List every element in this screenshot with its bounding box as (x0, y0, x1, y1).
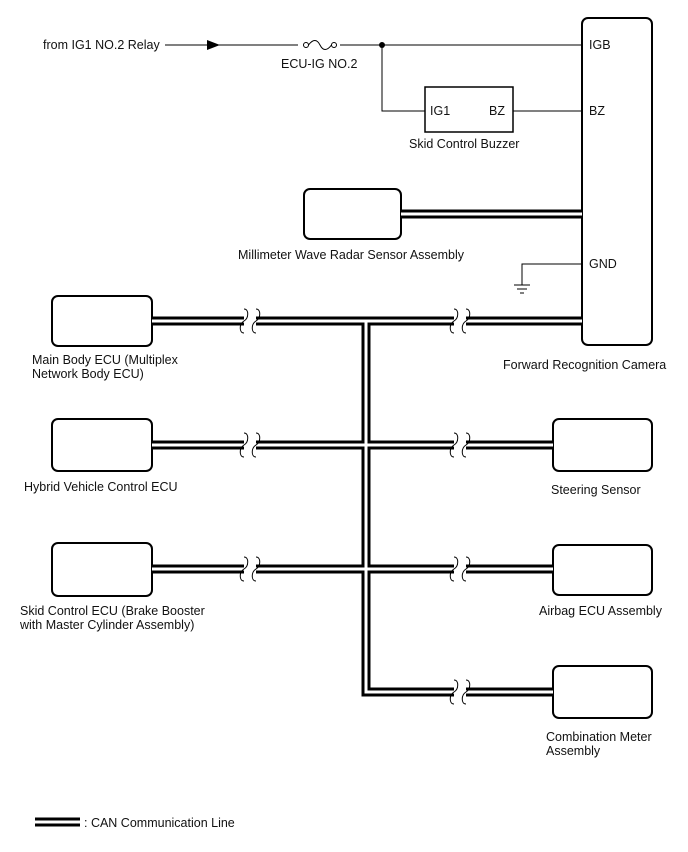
break-mark (239, 556, 261, 582)
combination-meter-label: Combination Meter Assembly (546, 730, 652, 758)
fuse-label: ECU-IG NO.2 (281, 57, 358, 71)
ground-symbol (514, 263, 582, 294)
hybrid-ecu-box (51, 418, 153, 472)
airbag-ecu-label: Airbag ECU Assembly (539, 604, 662, 618)
radar-label: Millimeter Wave Radar Sensor Assembly (238, 248, 464, 262)
skid-control-ecu-box (51, 542, 153, 597)
power-source-label: from IG1 NO.2 Relay (43, 38, 160, 52)
buzzer-feed-line (381, 45, 425, 112)
fuse-symbol (298, 40, 340, 50)
buzzer-pin-ig1: IG1 (430, 104, 451, 118)
steering-sensor-label: Steering Sensor (551, 483, 641, 497)
airbag-ecu-box (552, 544, 653, 596)
break-mark (449, 432, 471, 458)
main-body-ecu-box (51, 295, 153, 347)
legend-can-label: : CAN Communication Line (84, 816, 235, 830)
skid-ecu-label: Skid Control ECU (Brake Booster with Mas… (20, 604, 205, 632)
buzzer-pin-bz: BZ (489, 104, 505, 118)
break-mark (449, 556, 471, 582)
break-mark (449, 679, 471, 705)
break-mark (239, 432, 261, 458)
power-feed-arrow (207, 40, 220, 50)
camera-name: Forward Recognition Camera (503, 358, 667, 372)
hybrid-ecu-label: Hybrid Vehicle Control ECU (24, 480, 178, 494)
camera-pin-bz: BZ (589, 104, 605, 118)
skid-control-buzzer-box (424, 86, 514, 133)
radar-sensor-box (303, 188, 402, 240)
can-line-breaks (239, 308, 471, 705)
break-mark (239, 308, 261, 334)
can-bus-inner (152, 212, 582, 694)
camera-pin-gnd: GND (589, 257, 617, 271)
combination-meter-box (552, 665, 653, 719)
main-body-ecu-label: Main Body ECU (Multiplex Network Body EC… (32, 353, 178, 381)
break-mark (449, 308, 471, 334)
buzzer-name: Skid Control Buzzer (409, 137, 520, 151)
steering-sensor-box (552, 418, 653, 472)
camera-pin-igb: IGB (589, 38, 611, 52)
forward-recognition-camera-box (581, 17, 653, 346)
